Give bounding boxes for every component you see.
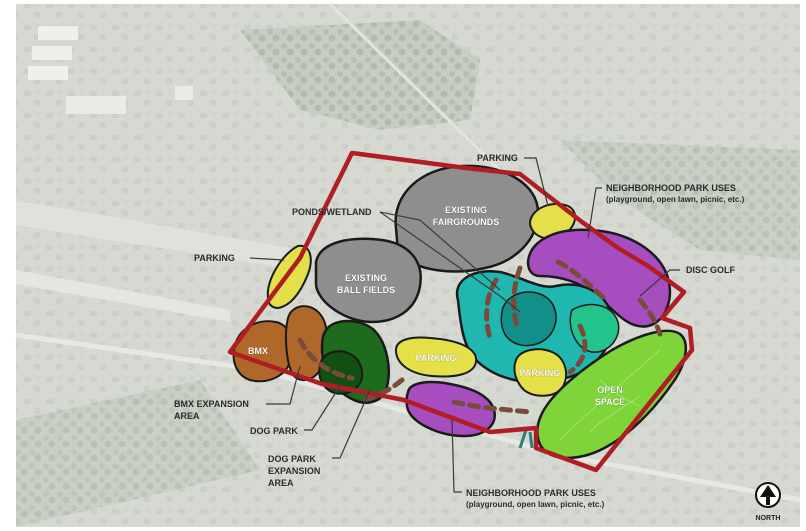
label-parking-top: PARKING — [477, 153, 518, 163]
label-disc-golf: DISC GOLF — [686, 265, 736, 275]
zone-label-fairgrounds-1: EXISTING — [445, 205, 487, 215]
label-dog-park-expansion-area: AREA — [268, 478, 294, 488]
zone-label-fairgrounds-2: FAIRGROUNDS — [433, 217, 500, 227]
zone-labels: EXISTING FAIRGROUNDS EXISTING BALL FIELD… — [248, 205, 626, 408]
label-ponds-wetland: PONDS/WETLAND — [292, 207, 372, 217]
pond-inner — [500, 291, 557, 347]
label-dog-park: DOG PARK — [250, 426, 298, 436]
label-neighborhood-bottom: NEIGHBORHOOD PARK USES — [466, 488, 596, 498]
open-space-veins — [559, 349, 661, 441]
existing-ball-fields-zone — [314, 237, 422, 324]
label-bmx-expansion-area: AREA — [174, 411, 200, 421]
site-zones — [232, 164, 688, 460]
leader-lines — [249, 157, 680, 493]
wetland-green — [569, 303, 620, 353]
north-arrow-icon: NORTH — [755, 482, 781, 522]
zone-label-parking-center: PARKING — [416, 353, 457, 363]
zone-label-bmx: BMX — [248, 346, 268, 356]
label-neighborhood-top-detail: (playground, open lawn, picnic, etc.) — [606, 195, 745, 204]
trail-path — [297, 259, 663, 449]
zone-label-ballfields-1: EXISTING — [345, 273, 387, 283]
label-neighborhood-top: NEIGHBORHOOD PARK USES — [606, 183, 736, 193]
site-boundary — [227, 150, 695, 473]
label-bmx-expansion: BMX EXPANSION — [174, 399, 249, 409]
label-parking-left: PARKING — [194, 253, 235, 263]
parking-center-zone — [394, 336, 478, 378]
label-dog-park-expansion: DOG PARK — [268, 454, 316, 464]
map-labels: PARKING NEIGHBORHOOD PARK USES (playgrou… — [174, 153, 745, 509]
zone-label-ballfields-2: BALL FIELDS — [337, 285, 395, 295]
north-label: NORTH — [756, 515, 781, 522]
zone-label-open-space-1: OPEN — [597, 385, 623, 395]
zone-label-open-space-2: SPACE — [595, 397, 625, 407]
parking-top-zone — [528, 203, 577, 240]
label-dog-park-expansion-2: EXPANSION — [268, 466, 320, 476]
zone-label-parking-right: PARKING — [520, 368, 561, 378]
label-neighborhood-bottom-detail: (playground, open lawn, picnic, etc.) — [466, 500, 605, 509]
